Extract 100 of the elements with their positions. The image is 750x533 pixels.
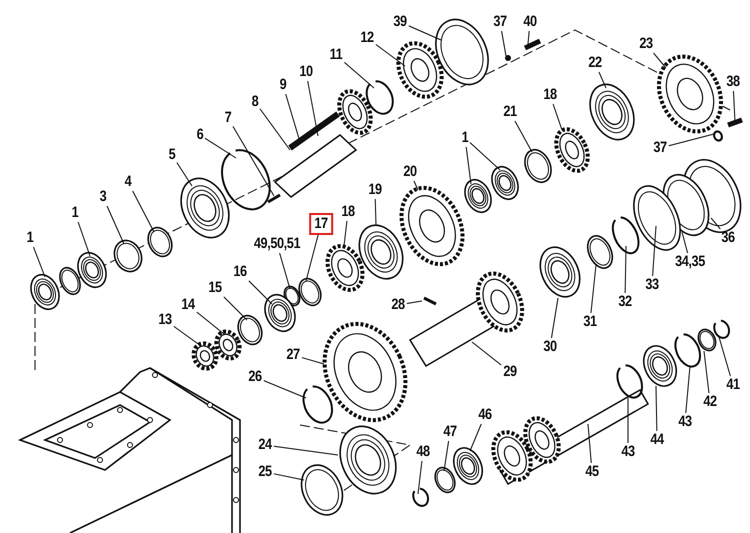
callout-number: 44 <box>650 432 664 448</box>
leader-line <box>176 162 192 186</box>
leader-line <box>466 146 472 184</box>
leader-line <box>552 104 562 130</box>
circlip <box>713 320 730 339</box>
leader-line <box>223 296 248 320</box>
leader-line <box>598 72 606 88</box>
callout-number: 43 <box>621 444 635 460</box>
ball-bearing <box>339 426 397 494</box>
callout-number: 37 <box>493 14 507 30</box>
gear-shaft <box>408 272 524 368</box>
ring <box>237 314 263 346</box>
callout-number: 23 <box>639 36 653 52</box>
leader-line <box>307 80 318 136</box>
leader-line <box>374 198 376 226</box>
leader-line <box>132 190 154 232</box>
callout-number: 12 <box>360 30 374 46</box>
retaining-ring <box>633 185 681 251</box>
leader-line <box>232 126 274 196</box>
leader-line <box>469 142 500 170</box>
callout-number: 43 <box>678 414 692 430</box>
leader-line <box>668 134 714 146</box>
cover-plate <box>435 18 489 86</box>
callout-number: 30 <box>543 339 557 355</box>
callout-number: 11 <box>330 47 342 63</box>
callout-number: 36 <box>721 230 735 246</box>
circlip <box>612 216 640 254</box>
callout-number: 20 <box>403 164 417 180</box>
leader-line <box>624 246 626 294</box>
circlip <box>674 333 701 368</box>
bolt <box>727 118 743 128</box>
callout-number: 7 <box>224 110 232 126</box>
washer <box>713 130 723 142</box>
callout-number: 34,35 <box>675 254 705 270</box>
washer <box>698 328 716 352</box>
washer <box>505 55 511 61</box>
leader-line <box>444 440 450 472</box>
callout-number: 47 <box>443 424 457 440</box>
callout-number: 1 <box>26 230 34 246</box>
callout-number: 48 <box>416 444 430 460</box>
callout-number: 26 <box>248 369 262 385</box>
needle-bearing <box>491 166 519 200</box>
callout-number: 9 <box>280 77 286 93</box>
nut <box>192 341 218 371</box>
callout-number: 5 <box>168 147 176 163</box>
leader-line <box>32 246 46 278</box>
roll-pin <box>267 194 281 204</box>
synchro-hub <box>358 224 404 280</box>
callout-number: 15 <box>208 280 222 296</box>
needle-bearing <box>77 252 107 288</box>
gear <box>214 330 242 360</box>
needle-bearing <box>30 274 60 310</box>
callout-number: 13 <box>158 312 172 328</box>
leader-line <box>204 138 236 158</box>
circlip <box>616 364 643 398</box>
callout-number: 21 <box>503 104 517 120</box>
callout-number: 22 <box>588 55 602 71</box>
leader-line <box>514 120 532 152</box>
gear <box>326 244 364 292</box>
leader-line <box>472 342 502 366</box>
gear <box>322 322 408 422</box>
callout-number: 28 <box>391 297 405 313</box>
leader-line <box>263 380 306 398</box>
leader-line <box>732 90 736 122</box>
leader-line <box>273 446 338 456</box>
callout-number: 39 <box>393 14 407 30</box>
leader-line <box>301 357 324 364</box>
leader-line <box>704 350 710 394</box>
bolt <box>524 38 542 50</box>
leader-line <box>470 424 482 452</box>
highlight-box <box>309 213 333 235</box>
retaining-ring <box>300 464 344 516</box>
circlip <box>302 386 333 424</box>
leader-line <box>344 220 348 246</box>
leader-line <box>408 25 442 40</box>
leader-line <box>375 44 406 66</box>
leader-line <box>279 252 290 290</box>
callout-number: 6 <box>196 127 204 143</box>
leader-line <box>106 206 124 244</box>
callout-number: 32 <box>618 294 632 310</box>
leader-line <box>656 386 658 432</box>
leader-line <box>344 62 374 88</box>
ball-bearing <box>180 178 230 238</box>
callout-number: 33 <box>645 277 659 293</box>
gear <box>657 54 723 134</box>
gear-shaft <box>491 388 650 486</box>
callout-number: 29 <box>503 364 517 380</box>
leader-line <box>406 300 422 304</box>
leader-line <box>173 326 202 346</box>
callout-number: 10 <box>299 64 313 80</box>
callout-number: 18 <box>543 87 557 103</box>
ball-bearing <box>452 447 484 485</box>
washer <box>147 226 173 258</box>
callout-number: 31 <box>583 314 597 330</box>
pin <box>423 296 437 306</box>
washer <box>586 235 614 269</box>
callout-number: 42 <box>703 394 717 410</box>
callout-number: 14 <box>181 297 195 313</box>
leader-line <box>196 312 224 334</box>
gear <box>554 127 590 173</box>
